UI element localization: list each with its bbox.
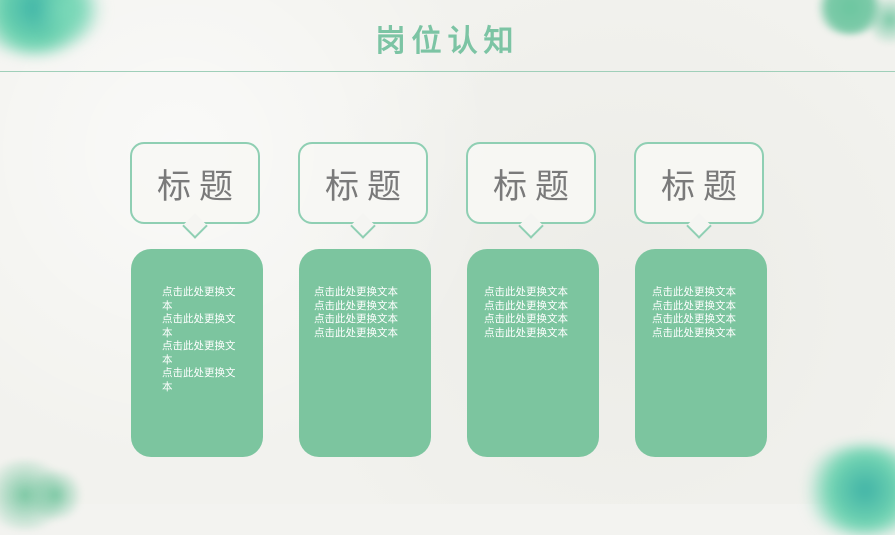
card-line: 点击此处更换文本 [652,286,736,298]
card-line: 点击此处更换文本 [484,299,568,312]
column-3: 标题 点击此处更换文本 点击此处更换文本 点击此处更换文本 点击此处更换文本 [466,142,600,457]
card-line: 点击此处更换文本 [484,286,568,298]
card-line: 点击此处更换文本 [652,299,736,312]
content-card[interactable]: 点击此处更换文本 点击此处更换文本 点击此处更换文本 点击此处更换文本 [131,249,263,457]
heading-bubble[interactable]: 标题 [634,142,764,239]
card-line: 点击此处更换文本 [314,299,398,312]
content-card[interactable]: 点击此处更换文本 点击此处更换文本 点击此处更换文本 点击此处更换文本 [299,249,431,457]
heading-text: 标题 [493,166,577,207]
card-line: 点击此处更换文本 [162,286,236,312]
heading-bubble[interactable]: 标题 [298,142,428,239]
card-line: 点击此处更换文本 [652,313,736,325]
card-line: 点击此处更换文本 [314,313,398,325]
card-text: 点击此处更换文本 点击此处更换文本 点击此处更换文本 点击此处更换文本 [314,286,431,340]
title-divider [0,71,895,72]
card-line: 点击此处更换文本 [162,340,236,366]
content-card[interactable]: 点击此处更换文本 点击此处更换文本 点击此处更换文本 点击此处更换文本 [467,249,599,457]
column-2: 标题 点击此处更换文本 点击此处更换文本 点击此处更换文本 点击此处更换文本 [298,142,432,457]
page-title: 岗位认知 [375,24,520,59]
column-4: 标题 点击此处更换文本 点击此处更换文本 点击此处更换文本 点击此处更换文本 [634,142,768,457]
card-line: 点击此处更换文本 [314,286,398,298]
card-text: 点击此处更换文本 点击此处更换文本 点击此处更换文本 点击此处更换文本 [652,286,767,340]
content-card[interactable]: 点击此处更换文本 点击此处更换文本 点击此处更换文本 点击此处更换文本 [635,249,767,457]
card-text: 点击此处更换文本 点击此处更换文本 点击此处更换文本 点击此处更换文本 [162,286,242,394]
card-line: 点击此处更换文本 [484,326,568,339]
heading-bubble[interactable]: 标题 [466,142,596,239]
column-1: 标题 点击此处更换文本 点击此处更换文本 点击此处更换文本 点击此处更换文本 [130,142,264,457]
card-line: 点击此处更换文本 [162,367,236,393]
heading-text: 标题 [325,166,409,207]
card-text: 点击此处更换文本 点击此处更换文本 点击此处更换文本 点击此处更换文本 [484,286,599,340]
heading-text: 标题 [661,166,745,207]
card-line: 点击此处更换文本 [484,313,568,325]
heading-text: 标题 [157,166,241,207]
card-line: 点击此处更换文本 [162,313,236,339]
card-line: 点击此处更换文本 [314,326,398,339]
card-line: 点击此处更换文本 [652,326,736,339]
heading-bubble[interactable]: 标题 [130,142,260,239]
